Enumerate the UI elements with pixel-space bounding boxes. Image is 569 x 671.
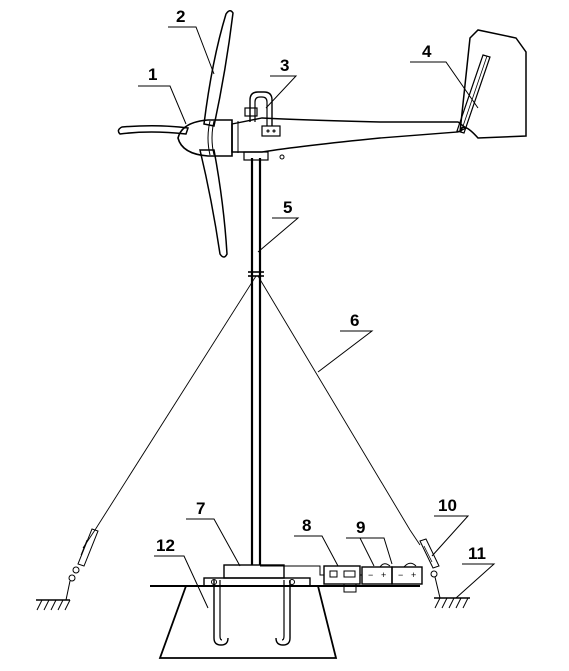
label-12: 12 [156, 536, 175, 555]
rotor-blade-bottom [199, 149, 228, 258]
rotor-blade-left [117, 124, 189, 135]
tower-pole [248, 158, 264, 565]
label-2: 2 [176, 7, 185, 26]
wiring [260, 565, 362, 593]
battery-bank: − + − + [361, 562, 423, 585]
label-6: 6 [350, 311, 359, 330]
battery-negative-1: − [368, 570, 373, 580]
concrete-foundation [158, 585, 338, 659]
label-7: 7 [196, 499, 205, 518]
rotor-hub [177, 119, 233, 157]
label-1: 1 [148, 65, 157, 84]
leader-lines [138, 26, 496, 609]
label-4: 4 [422, 42, 432, 61]
label-9: 9 [356, 518, 365, 537]
controller-box [323, 565, 361, 585]
turnbuckle-right [419, 538, 441, 599]
tower-base-plate [203, 564, 311, 587]
label-3: 3 [280, 56, 289, 75]
ground-symbol-right [434, 597, 470, 609]
anchor-bolts [213, 580, 291, 646]
tail-vane [456, 29, 527, 139]
battery-negative-2: − [398, 570, 403, 580]
label-11: 11 [468, 544, 486, 563]
label-8: 8 [302, 516, 311, 535]
battery-positive-1: + [381, 570, 386, 580]
guy-wire-right [257, 275, 421, 546]
ground-symbol-left [36, 599, 71, 611]
label-5: 5 [283, 198, 292, 217]
label-10: 10 [438, 496, 457, 515]
turnbuckle-left [65, 528, 99, 601]
guy-wire-left [82, 275, 257, 549]
battery-positive-2: + [411, 570, 416, 580]
generator-connector [244, 91, 273, 126]
rotor-blade-top [203, 10, 234, 127]
